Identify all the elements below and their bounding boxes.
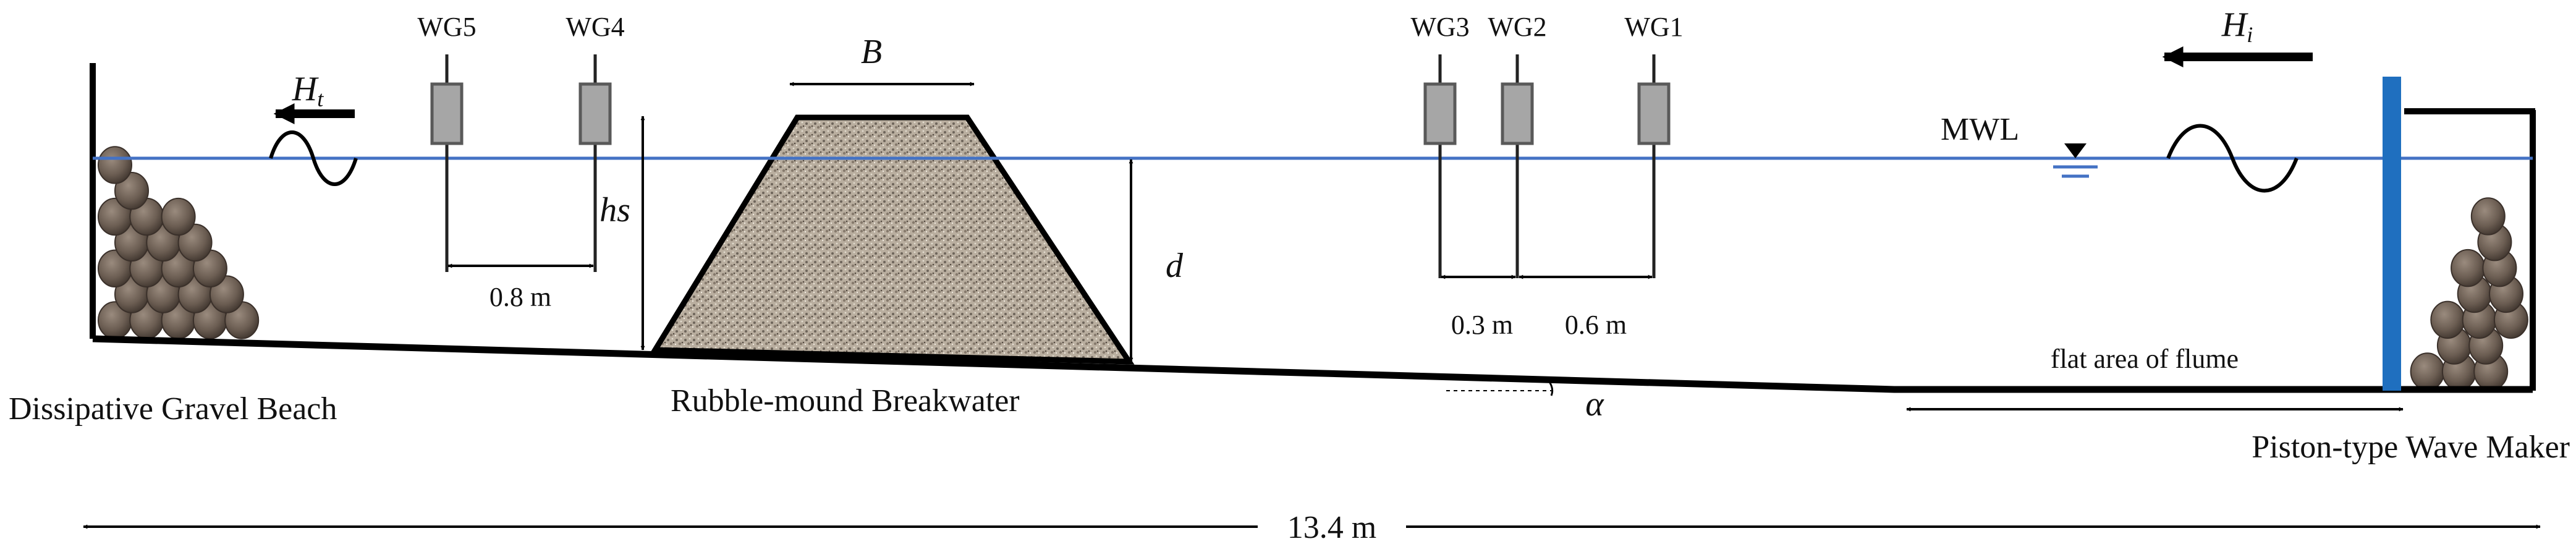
water-level-triangle-icon xyxy=(2053,143,2098,178)
gauge-label-wg1: WG1 xyxy=(1624,12,1683,42)
crest-width-label: B xyxy=(861,33,882,71)
slope-angle-label: α xyxy=(1585,385,1604,423)
gravel-stone xyxy=(98,146,132,184)
rubble-mound-breakwater xyxy=(650,114,1135,365)
gravel-stone xyxy=(2430,300,2465,339)
wave-maker-label: Piston-type Wave Maker xyxy=(2252,430,2570,465)
piston-paddle xyxy=(2383,77,2401,391)
gravel-beach-stones xyxy=(98,146,260,339)
wave-gauge-wg3: WG3 xyxy=(1410,12,1470,278)
mwl-label: MWL xyxy=(1941,112,2019,147)
breakwater-label: Rubble-mound Breakwater xyxy=(671,383,1020,419)
gauge-label-wg3: WG3 xyxy=(1410,12,1469,42)
dim-label-wg5-wg4: 0.8 m xyxy=(489,282,551,312)
gravel-stone xyxy=(2470,197,2506,236)
dim-label-wg2-wg1: 0.6 m xyxy=(1565,310,1627,340)
gauge-label-wg4: WG4 xyxy=(566,12,624,42)
total-length-label: 13.4 m xyxy=(1287,510,1376,544)
incident-wave-icon xyxy=(2166,124,2298,193)
wave-gauge-wg1: WG1 xyxy=(1624,12,1684,278)
wave-gauge-wg4: WG4 xyxy=(566,12,625,272)
flume-bottom xyxy=(92,335,2533,393)
wave-gauge-wg5: WG5 xyxy=(417,12,477,272)
slope-angle-arc xyxy=(1547,380,1554,396)
beach-label: Dissipative Gravel Beach xyxy=(9,391,337,427)
wave-absorber-stones xyxy=(2410,197,2528,391)
transmitted-wave-label: Ht xyxy=(292,70,324,111)
gauge-label-wg5: WG5 xyxy=(417,12,476,42)
dim-label-wg3-wg2: 0.3 m xyxy=(1451,310,1513,340)
incident-wave-label: Hi xyxy=(2221,6,2253,47)
total-length-label-bg xyxy=(1258,506,1406,543)
transmitted-wave-icon xyxy=(269,130,358,186)
gravel-stone xyxy=(161,197,196,236)
flat-area-label: flat area of flume xyxy=(2051,344,2239,374)
gauge-label-wg2: WG2 xyxy=(1488,12,1546,42)
water-depth-label: d xyxy=(1166,247,1184,285)
wave-gauge-wg2: WG2 xyxy=(1488,12,1547,278)
gravel-stone xyxy=(2410,352,2445,391)
structure-height-label: hs xyxy=(600,191,630,229)
gravel-stone xyxy=(2451,249,2486,287)
